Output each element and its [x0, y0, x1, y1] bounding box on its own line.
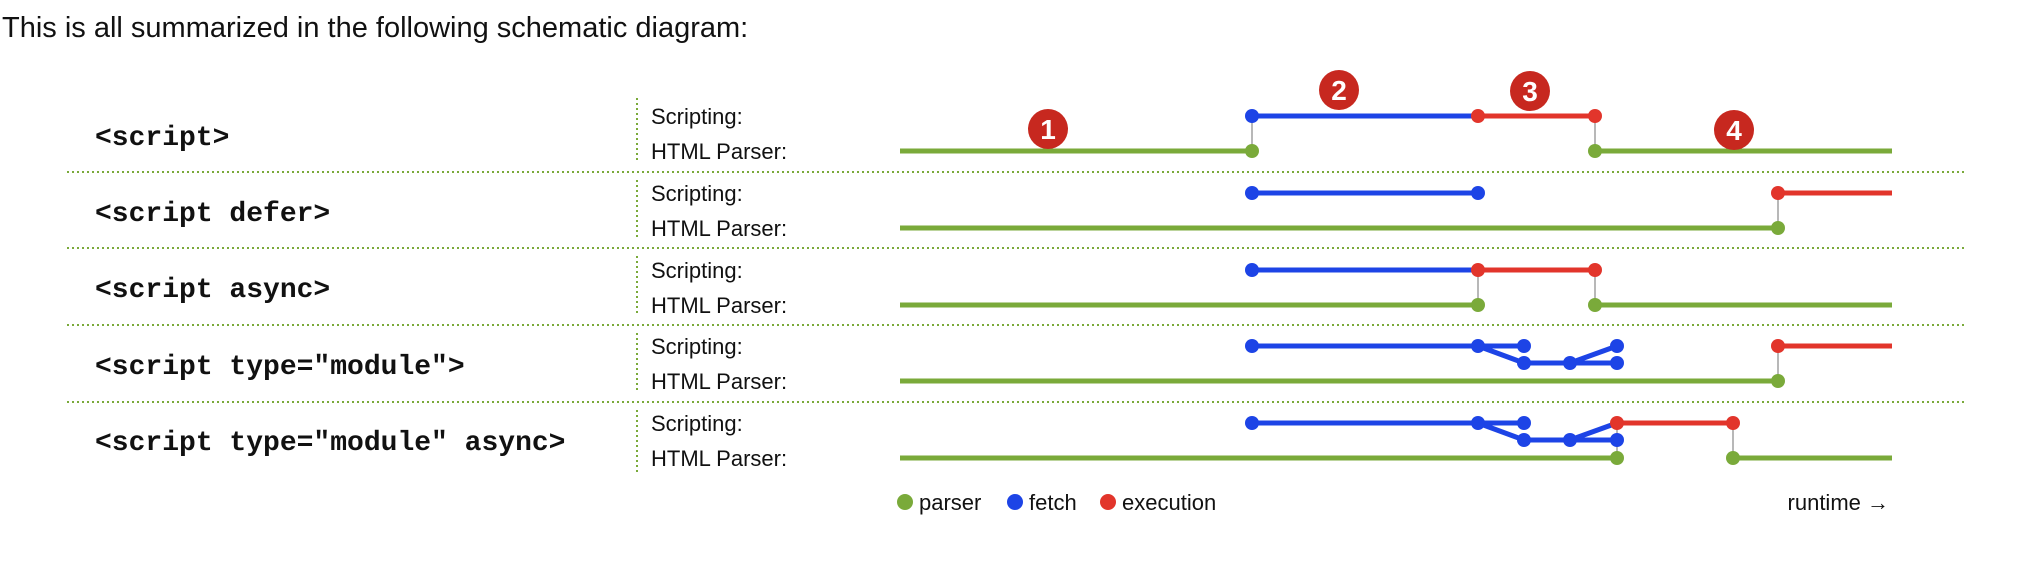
parser-track-label: HTML Parser:	[651, 139, 787, 164]
row-label-script-defer: <script defer>	[95, 199, 330, 230]
svg-text:3: 3	[1522, 76, 1538, 107]
scripting-track-label: Scripting:	[651, 258, 743, 283]
legend-execution-label: execution	[1122, 490, 1216, 515]
marker-1: 1	[1028, 109, 1068, 149]
row-label-script: <script>	[95, 123, 229, 154]
parser-track-label: HTML Parser:	[651, 446, 787, 471]
parser-track-label: HTML Parser:	[651, 293, 787, 318]
timeline-script-async	[900, 263, 1892, 312]
marker-3: 3	[1510, 71, 1550, 111]
scripting-track-label: Scripting:	[651, 181, 743, 206]
timeline-script-module-async	[900, 416, 1892, 465]
parser-track-label: HTML Parser:	[651, 369, 787, 394]
row-label-script-module-async: <script type="module" async>	[95, 428, 565, 459]
scripting-track-label: Scripting:	[651, 104, 743, 129]
marker-2: 2	[1319, 70, 1359, 110]
runtime-label: runtime →	[1788, 490, 1889, 515]
timeline-script	[900, 109, 1892, 158]
fetch-segment	[1477, 420, 1525, 443]
svg-text:2: 2	[1331, 75, 1347, 106]
fetch-segment	[1569, 420, 1618, 443]
row-label-script-async: <script async>	[95, 275, 330, 306]
svg-text:4: 4	[1726, 115, 1742, 146]
intro-text: This is all summarized in the following …	[2, 12, 749, 44]
row-label-script-module: <script type="module">	[95, 352, 465, 383]
legend-fetch-dot	[1007, 494, 1023, 510]
legend-parser-label: parser	[919, 490, 981, 515]
legend-parser-dot	[897, 494, 913, 510]
fetch-segment	[1569, 343, 1618, 366]
svg-text:1: 1	[1040, 114, 1056, 145]
marker-4: 4	[1714, 110, 1754, 150]
legend-execution-dot	[1100, 494, 1116, 510]
fetch-segment	[1477, 343, 1525, 366]
scripting-track-label: Scripting:	[651, 411, 743, 436]
timeline-script-module	[900, 339, 1892, 388]
legend-fetch-label: fetch	[1029, 490, 1077, 515]
parser-track-label: HTML Parser:	[651, 216, 787, 241]
scripting-track-label: Scripting:	[651, 334, 743, 359]
timeline-script-defer	[900, 186, 1892, 235]
